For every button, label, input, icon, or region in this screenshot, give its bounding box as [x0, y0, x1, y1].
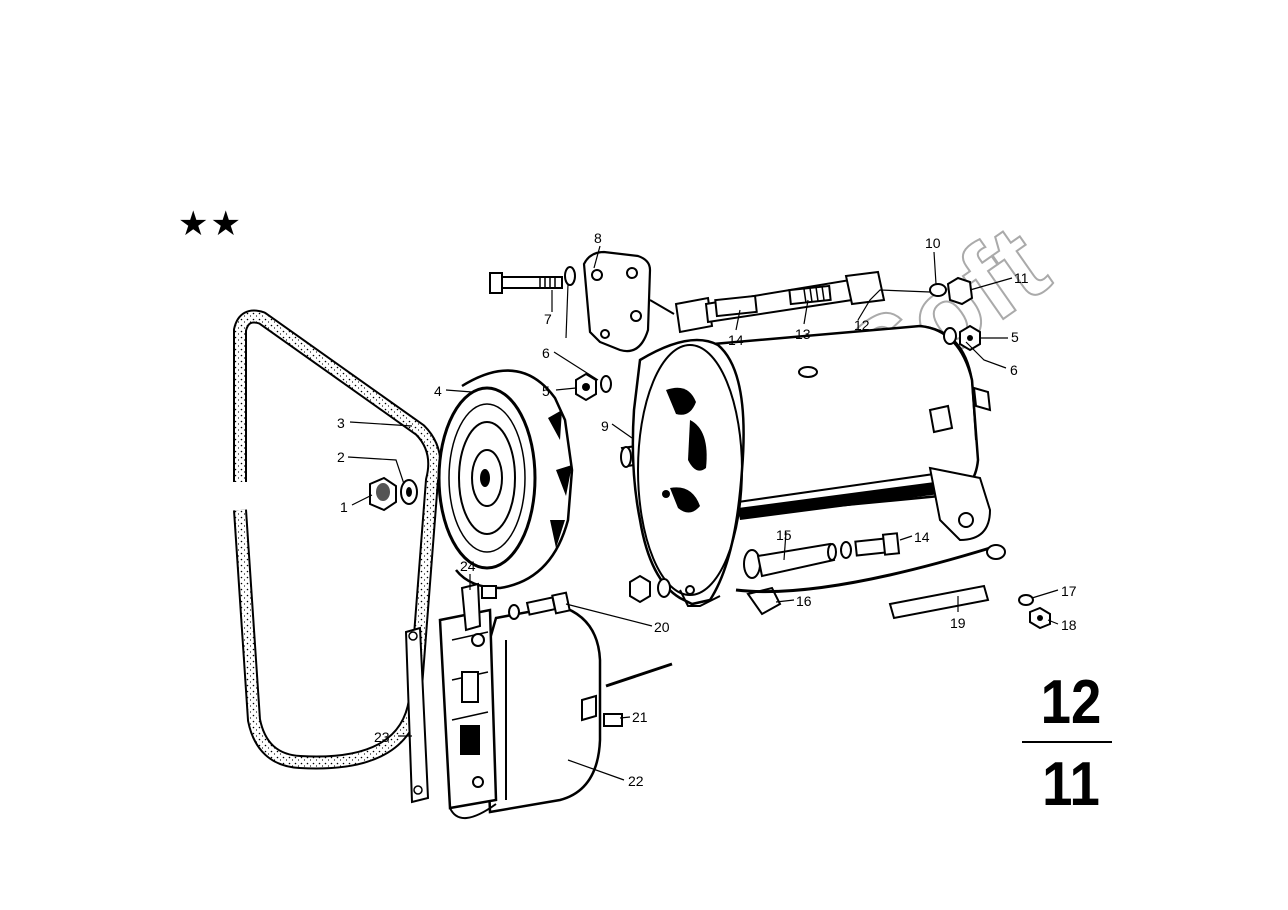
- rivet-pin: [605, 662, 673, 688]
- bolt-washer: [564, 266, 576, 286]
- gasket-23: [404, 626, 430, 804]
- clip-16: [746, 586, 782, 616]
- callout-24: 24: [460, 558, 476, 574]
- callout-5-left: 5: [542, 383, 550, 399]
- callout-23: 23: [374, 729, 390, 745]
- pulley-washer: [400, 479, 418, 505]
- washer-left: [600, 375, 612, 393]
- regulator-cover-22: [482, 604, 602, 814]
- callout-21: 21: [632, 709, 648, 725]
- callout-3: 3: [337, 415, 345, 431]
- through-bolt-15: [743, 542, 837, 579]
- subgroup-number: 11: [1042, 750, 1100, 819]
- washer-lower: [657, 578, 671, 598]
- callout-labels: 1 2 3 4 5 5 6 6 7 8 9 10 11 12 13 14 14 …: [337, 230, 1077, 789]
- callout-15: 15: [776, 527, 792, 543]
- pulley-nut: [369, 476, 397, 512]
- long-bolt: [489, 272, 563, 294]
- callout-12: 12: [854, 317, 870, 333]
- bolt-14: [854, 532, 901, 557]
- washer-17: [1018, 594, 1034, 606]
- callout-11: 11: [1014, 270, 1029, 286]
- cable-lead: [735, 544, 1006, 594]
- double-star-marker: ★★: [178, 204, 243, 244]
- nut-18: [1029, 606, 1051, 630]
- callout-14-bottom: 14: [914, 529, 930, 545]
- callout-17: 17: [1061, 583, 1077, 599]
- callout-1: 1: [340, 499, 348, 515]
- callout-22: 22: [628, 773, 644, 789]
- pulley-with-fan: [437, 369, 574, 590]
- nut-right: [959, 324, 981, 352]
- v-belt: [232, 309, 442, 770]
- regulator-base: [438, 608, 498, 819]
- generator-end-plate: [631, 338, 745, 607]
- washer-10: [929, 283, 947, 297]
- callout-18: 18: [1061, 617, 1077, 633]
- group-divider: [1022, 741, 1112, 743]
- callout-6-right: 6: [1010, 362, 1018, 378]
- screw-20: [508, 591, 571, 620]
- leader-lines: [347, 245, 1059, 781]
- callout-7: 7: [544, 311, 552, 327]
- insulating-sleeve-19: [888, 584, 990, 620]
- callout-19: 19: [950, 615, 966, 631]
- callout-2: 2: [337, 449, 345, 465]
- nut-left: [575, 372, 597, 402]
- callout-20: 20: [654, 619, 670, 635]
- callout-13: 13: [795, 326, 811, 342]
- group-number: 12: [1040, 668, 1102, 737]
- callout-6-left: 6: [542, 345, 550, 361]
- generator-body: [688, 324, 992, 542]
- mounting-bracket: [582, 250, 675, 353]
- callout-16: 16: [796, 593, 812, 609]
- callout-4: 4: [434, 383, 442, 399]
- screw-21: [603, 713, 623, 727]
- callout-5-right: 5: [1011, 329, 1019, 345]
- callout-10: 10: [925, 235, 941, 251]
- bolt-11: [946, 276, 974, 306]
- washer-14: [840, 541, 852, 559]
- nut-lower: [629, 574, 651, 604]
- callout-9: 9: [601, 418, 609, 434]
- callout-14-top: 14: [728, 332, 744, 348]
- washer-right: [943, 327, 957, 345]
- bracket-24: [460, 582, 497, 632]
- callout-8: 8: [594, 230, 602, 246]
